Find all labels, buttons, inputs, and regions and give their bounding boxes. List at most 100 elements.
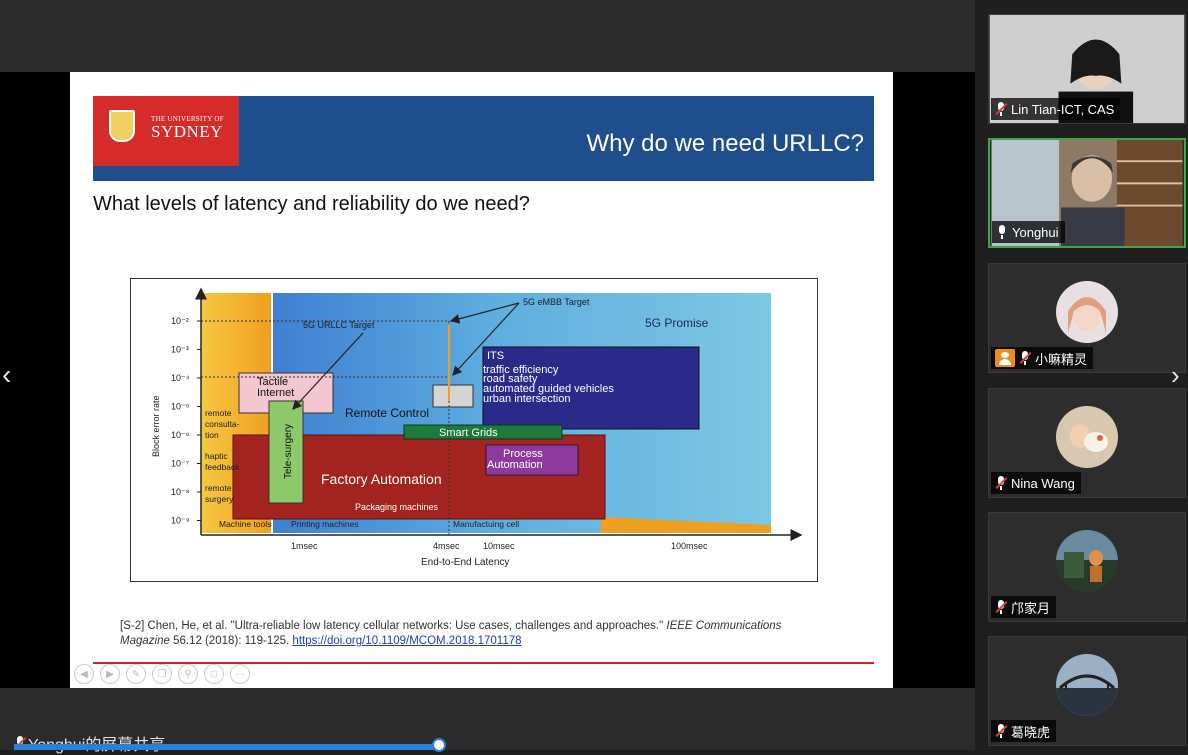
its-item-4: urban intersection: [483, 393, 570, 405]
smart-grids-region: [403, 424, 563, 440]
its-item-1: traffic efficiency: [483, 364, 559, 376]
mic-muted-icon: [995, 600, 1008, 614]
meeting-top-bar: [0, 0, 975, 72]
latency-reliability-chart: 10⁻² 10⁻³ 10⁻⁴ 10⁻⁵ 10⁻⁶ 10⁻⁷ 10⁻⁸ 10⁻⁹ 1msec 4m…: [130, 278, 818, 582]
mic-muted-icon: [995, 476, 1008, 490]
participant-tile[interactable]: 小嘛精灵: [988, 263, 1186, 373]
embb-box: [432, 384, 474, 408]
mic-icon: [996, 225, 1008, 239]
embb-target-label: 5G eMBB Target: [523, 297, 590, 307]
participant-tile-speaking[interactable]: Yonghui: [988, 138, 1186, 248]
mic-muted-icon: [1019, 351, 1032, 365]
factory-automation-label: Factory Automation: [321, 471, 442, 487]
tele-surgery-label: Tele-surgery: [283, 424, 294, 479]
its-label: ITS: [487, 350, 504, 362]
progress-bar: [14, 744, 440, 750]
reference-tail: 56.12 (2018): 119-125.: [169, 635, 293, 647]
slide-subtitle: What levels of latency and reliability d…: [93, 193, 530, 215]
reference-journal: IEEE Communications Magazine: [120, 620, 782, 647]
next-slide-icon[interactable]: ▶: [100, 664, 120, 684]
meeting-bottom-bar: [0, 688, 975, 750]
slide-footer-line: [93, 662, 874, 664]
x-tick-label: 4msec: [433, 541, 460, 551]
slide-title: Why do we need URLLC?: [586, 130, 864, 157]
packaging-label: Packaging machines: [355, 502, 439, 512]
side-label-1a: remote: [205, 408, 232, 418]
participant-name-bar: Yonghui: [992, 221, 1065, 243]
chevron-right-icon[interactable]: ›: [1171, 360, 1180, 390]
chevron-left-icon[interactable]: ‹: [2, 359, 12, 390]
participant-name: Nina Wang: [1011, 475, 1075, 491]
participant-name-bar: 邝家月: [991, 596, 1057, 618]
y-tick-label: 10⁻⁶: [171, 430, 190, 440]
smart-grids-label: Smart Grids: [439, 427, 498, 439]
bottom-label-printing: Printing machines: [291, 519, 359, 529]
y-tick-label: 10⁻⁸: [171, 487, 190, 497]
urllc-target-label: 5G URLLC Target: [303, 320, 375, 330]
participant-tile[interactable]: 邝家月: [988, 512, 1186, 622]
x-tick-label: 1msec: [291, 541, 318, 551]
participant-name: 葛晓虎: [1011, 724, 1051, 740]
y-tick-labels: 10⁻² 10⁻³ 10⁻⁴ 10⁻⁵ 10⁻⁶ 10⁻⁷ 10⁻⁸ 10⁻⁹: [171, 316, 201, 526]
mic-muted-icon: [995, 724, 1008, 738]
y-tick-label: 10⁻³: [171, 345, 189, 355]
presentation-slide: THE UNIVERSITY OF SYDNEY Why do we need …: [70, 72, 893, 688]
copy-icon[interactable]: ❐: [152, 664, 172, 684]
urllc-arrow: [292, 332, 364, 410]
y-tick-label: 10⁻⁵: [171, 402, 190, 412]
avatar: [1056, 654, 1118, 716]
embb-arrow-1: [449, 302, 520, 324]
slide-reference: [S-2] Chen, He, et al. "Ultra-reliable l…: [120, 619, 800, 649]
pen-icon[interactable]: ✎: [126, 664, 146, 684]
tactile-label-2: Internet: [257, 387, 294, 399]
share-status-text: Yonghui的屏幕共享: [28, 731, 165, 755]
more-icon[interactable]: ⋯: [230, 664, 250, 684]
participant-tile[interactable]: Nina Wang: [988, 388, 1186, 498]
participant-name-bar: 葛晓虎: [991, 720, 1057, 742]
side-label-3b: surgery: [205, 494, 234, 504]
its-item-3: automated guided vehicles: [483, 383, 614, 395]
participant-name-bar: 小嘛精灵: [991, 347, 1094, 369]
avatar: [1056, 406, 1118, 468]
bottom-label-machine-tools: Machine tools: [219, 519, 271, 529]
participants-panel: Lin Tian-ICT, CAS Yonghui 小嘛精灵: [975, 0, 1188, 750]
avatar: [1056, 530, 1118, 592]
previous-slide-icon[interactable]: ◀: [74, 664, 94, 684]
participant-tile[interactable]: Lin Tian-ICT, CAS: [988, 14, 1186, 124]
zoom-icon[interactable]: ⚲: [178, 664, 198, 684]
slide-header: THE UNIVERSITY OF SYDNEY Why do we need …: [93, 96, 874, 181]
side-label-2a: haptic: [205, 451, 228, 461]
participant-name: 邝家月: [1011, 600, 1051, 616]
5g-promise-label: 5G Promise: [645, 316, 709, 330]
participant-name: Lin Tian-ICT, CAS: [1011, 101, 1115, 117]
slides-grid-icon[interactable]: □: [204, 664, 224, 684]
bottom-label-manufacturing: Manufactuing cell: [453, 519, 519, 529]
y-tick-label: 10⁻⁹: [171, 516, 190, 526]
its-item-2: road safety: [483, 373, 538, 385]
university-name: SYDNEY: [151, 122, 223, 141]
university-the: THE UNIVERSITY OF: [151, 115, 224, 123]
embb-arrow-2: [452, 302, 520, 376]
embb-edge-region: [601, 517, 771, 533]
slide-controls: ◀ ▶ ✎ ❐ ⚲ □ ⋯: [74, 664, 250, 686]
participant-name: Yonghui: [1012, 224, 1059, 240]
process-label-1: Process: [503, 448, 543, 460]
reference-doi-link[interactable]: https://doi.org/10.1109/MCOM.2018.170117…: [292, 635, 522, 647]
participant-name: 小嘛精灵: [1035, 351, 1088, 367]
side-label-1c: tion: [205, 430, 219, 440]
y-tick-label: 10⁻⁷: [171, 459, 189, 469]
participant-tile[interactable]: 葛晓虎: [988, 636, 1186, 746]
tactile-label-1: Tactile: [257, 376, 288, 388]
side-label-1b: consulta-: [205, 419, 240, 429]
y-tick-label: 10⁻²: [171, 316, 189, 326]
its-region: [482, 346, 700, 430]
process-automation-region: [485, 444, 579, 476]
participant-video: [991, 140, 1183, 246]
y-tick-label: 10⁻⁴: [171, 373, 190, 383]
host-icon: [995, 349, 1015, 367]
participant-name-bar: Nina Wang: [991, 472, 1081, 494]
avatar: [1056, 281, 1118, 343]
reference-text: [S-2] Chen, He, et al. "Ultra-reliable l…: [120, 620, 667, 632]
side-label-2b: feedback: [205, 462, 240, 472]
